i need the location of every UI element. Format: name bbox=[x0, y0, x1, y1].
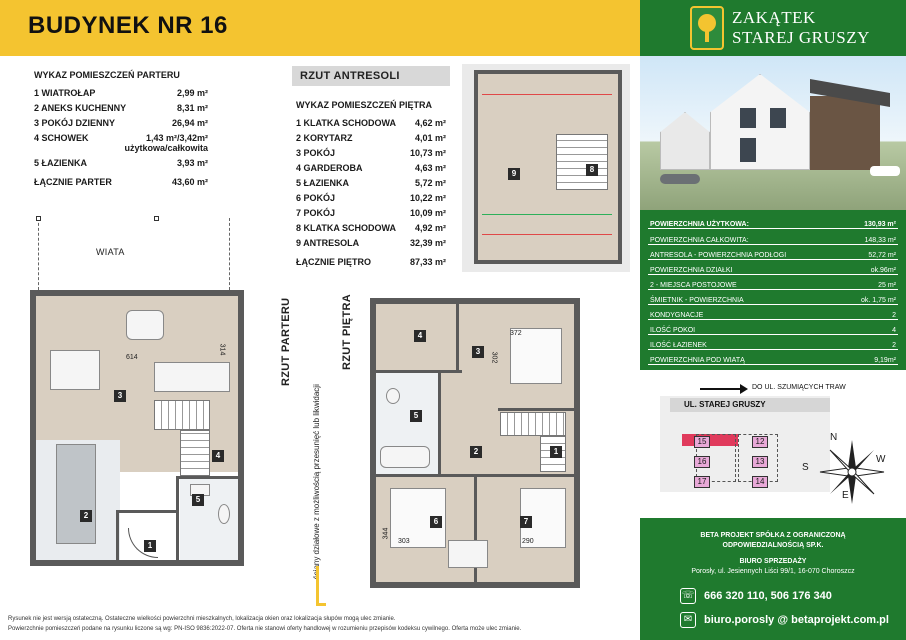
plot-cell: 12 bbox=[752, 436, 768, 448]
office-address: Porosły, ul. Jesiennych Liści 99/1, 16-0… bbox=[691, 568, 855, 575]
dimension-label: 372 bbox=[510, 330, 522, 337]
mail-icon: ✉ bbox=[680, 612, 696, 628]
room-number: 1 bbox=[550, 446, 562, 458]
disclaimer-line2: Powierzchnie pomieszczeń podane na rysun… bbox=[8, 626, 522, 632]
post bbox=[154, 216, 159, 221]
room-number: 3 bbox=[114, 390, 126, 402]
dimension-label: 303 bbox=[398, 538, 410, 545]
antresola-plan: 9 8 bbox=[462, 64, 630, 272]
compass-south: S bbox=[802, 462, 809, 473]
page-title: BUDYNEK NR 16 bbox=[28, 12, 228, 39]
room-number: 4 bbox=[414, 330, 426, 342]
antresola-label-bar bbox=[292, 66, 450, 86]
plot-cell: 14 bbox=[752, 476, 768, 488]
compass-west: W bbox=[876, 454, 886, 465]
property-stats-panel: POWIERZCHNIA UŻYTKOWA:130,93 m² POWIERZC… bbox=[640, 210, 906, 370]
pear-tree-icon bbox=[690, 6, 724, 50]
phone-icon: ☏ bbox=[680, 588, 696, 604]
logo-bar bbox=[640, 0, 906, 56]
upper-floor-plan: 372 302 344 303 290 1 2 3 4 5 6 7 bbox=[370, 298, 580, 588]
dimension-label: 344 bbox=[382, 527, 390, 540]
email-address[interactable]: biuro.porosly @ betaprojekt.com.pl bbox=[704, 614, 889, 626]
room-number: 3 bbox=[472, 346, 484, 358]
carport-label: WIATA bbox=[96, 247, 125, 257]
phone-numbers[interactable]: 666 320 110, 506 176 340 bbox=[704, 590, 832, 602]
compass-east: E bbox=[842, 490, 849, 501]
direction-text: DO UL. SZUMIĄCYCH TRAW bbox=[752, 384, 846, 391]
dimension-label: 614 bbox=[126, 354, 138, 361]
disclaimer-line1: Rysunek nie jest wersją ostateczną. Osta… bbox=[8, 616, 396, 622]
post bbox=[36, 216, 41, 221]
room-number: 2 bbox=[80, 510, 92, 522]
room-number: 7 bbox=[520, 516, 532, 528]
area-note: użytkowa/całkowita bbox=[124, 143, 208, 153]
room-number: 6 bbox=[430, 516, 442, 528]
header-bar bbox=[0, 0, 640, 56]
plot-cell: 16 bbox=[694, 456, 710, 468]
ground-floor-plan: 614 314 1 2 3 4 5 bbox=[30, 290, 244, 572]
legend-wall-symbol bbox=[316, 566, 326, 606]
stat-row: POWIERZCHNIA CAŁKOWITA:148,33 m² bbox=[648, 232, 898, 245]
compass-icon bbox=[819, 440, 885, 504]
dimension-label: 302 bbox=[490, 351, 498, 364]
plot-cell: 17 bbox=[694, 476, 710, 488]
ground-plan-side-label: RZUT PARTERU bbox=[280, 297, 292, 386]
ground-list-title: WYKAZ POMIESZCZEŃ PARTERU bbox=[34, 70, 180, 80]
carport-outline bbox=[38, 218, 230, 290]
dimension-label: 290 bbox=[522, 538, 534, 545]
room-number: 1 bbox=[144, 540, 156, 552]
plot-cell: 15 bbox=[694, 436, 710, 448]
street-label: UL. STAREJ GRUSZY bbox=[684, 400, 766, 409]
company-line1: BETA PROJEKT SPÓŁKA Z OGRANICZONĄ bbox=[700, 532, 846, 539]
contact-panel: BETA PROJEKT SPÓŁKA Z OGRANICZONĄ ODPOWI… bbox=[640, 518, 906, 640]
upper-list-title: WYKAZ POMIESZCZEŃ PIĘTRA bbox=[296, 100, 433, 110]
arrow-right-icon bbox=[700, 388, 744, 390]
room-number: 9 bbox=[508, 168, 520, 180]
stat-row: POWIERZCHNIA UŻYTKOWA:130,93 m² bbox=[648, 216, 898, 229]
compass-north: N bbox=[830, 432, 838, 443]
logo-text-line2: STAREJ GRUSZY bbox=[732, 28, 870, 47]
building-render-photo bbox=[640, 56, 906, 210]
room-number: 4 bbox=[212, 450, 224, 462]
antresola-label: RZUT ANTRESOLI bbox=[300, 70, 400, 82]
room-number: 2 bbox=[470, 446, 482, 458]
site-map: DO UL. SZUMIĄCYCH TRAW UL. STAREJ GRUSZY… bbox=[640, 370, 906, 518]
room-number: 5 bbox=[410, 410, 422, 422]
company-line2: ODPOWIEDZIALNOŚCIĄ SP.K. bbox=[722, 542, 824, 549]
room-number: 8 bbox=[586, 164, 598, 176]
dimension-label: 314 bbox=[218, 343, 226, 356]
sales-office-label: BIURO SPRZEDAŻY bbox=[739, 558, 807, 565]
partition-note: -ściany działowe z możliwością przesunię… bbox=[312, 384, 321, 582]
upper-room-list: WYKAZ POMIESZCZEŃ PIĘTRA 1 KLATKA SCHODO… bbox=[296, 100, 446, 270]
room-number: 5 bbox=[192, 494, 204, 506]
logo-text-line1: ZAKĄTEK bbox=[732, 8, 816, 27]
plot-cell: 13 bbox=[752, 456, 768, 468]
upper-plan-side-label: RZUT PIĘTRA bbox=[341, 293, 353, 370]
